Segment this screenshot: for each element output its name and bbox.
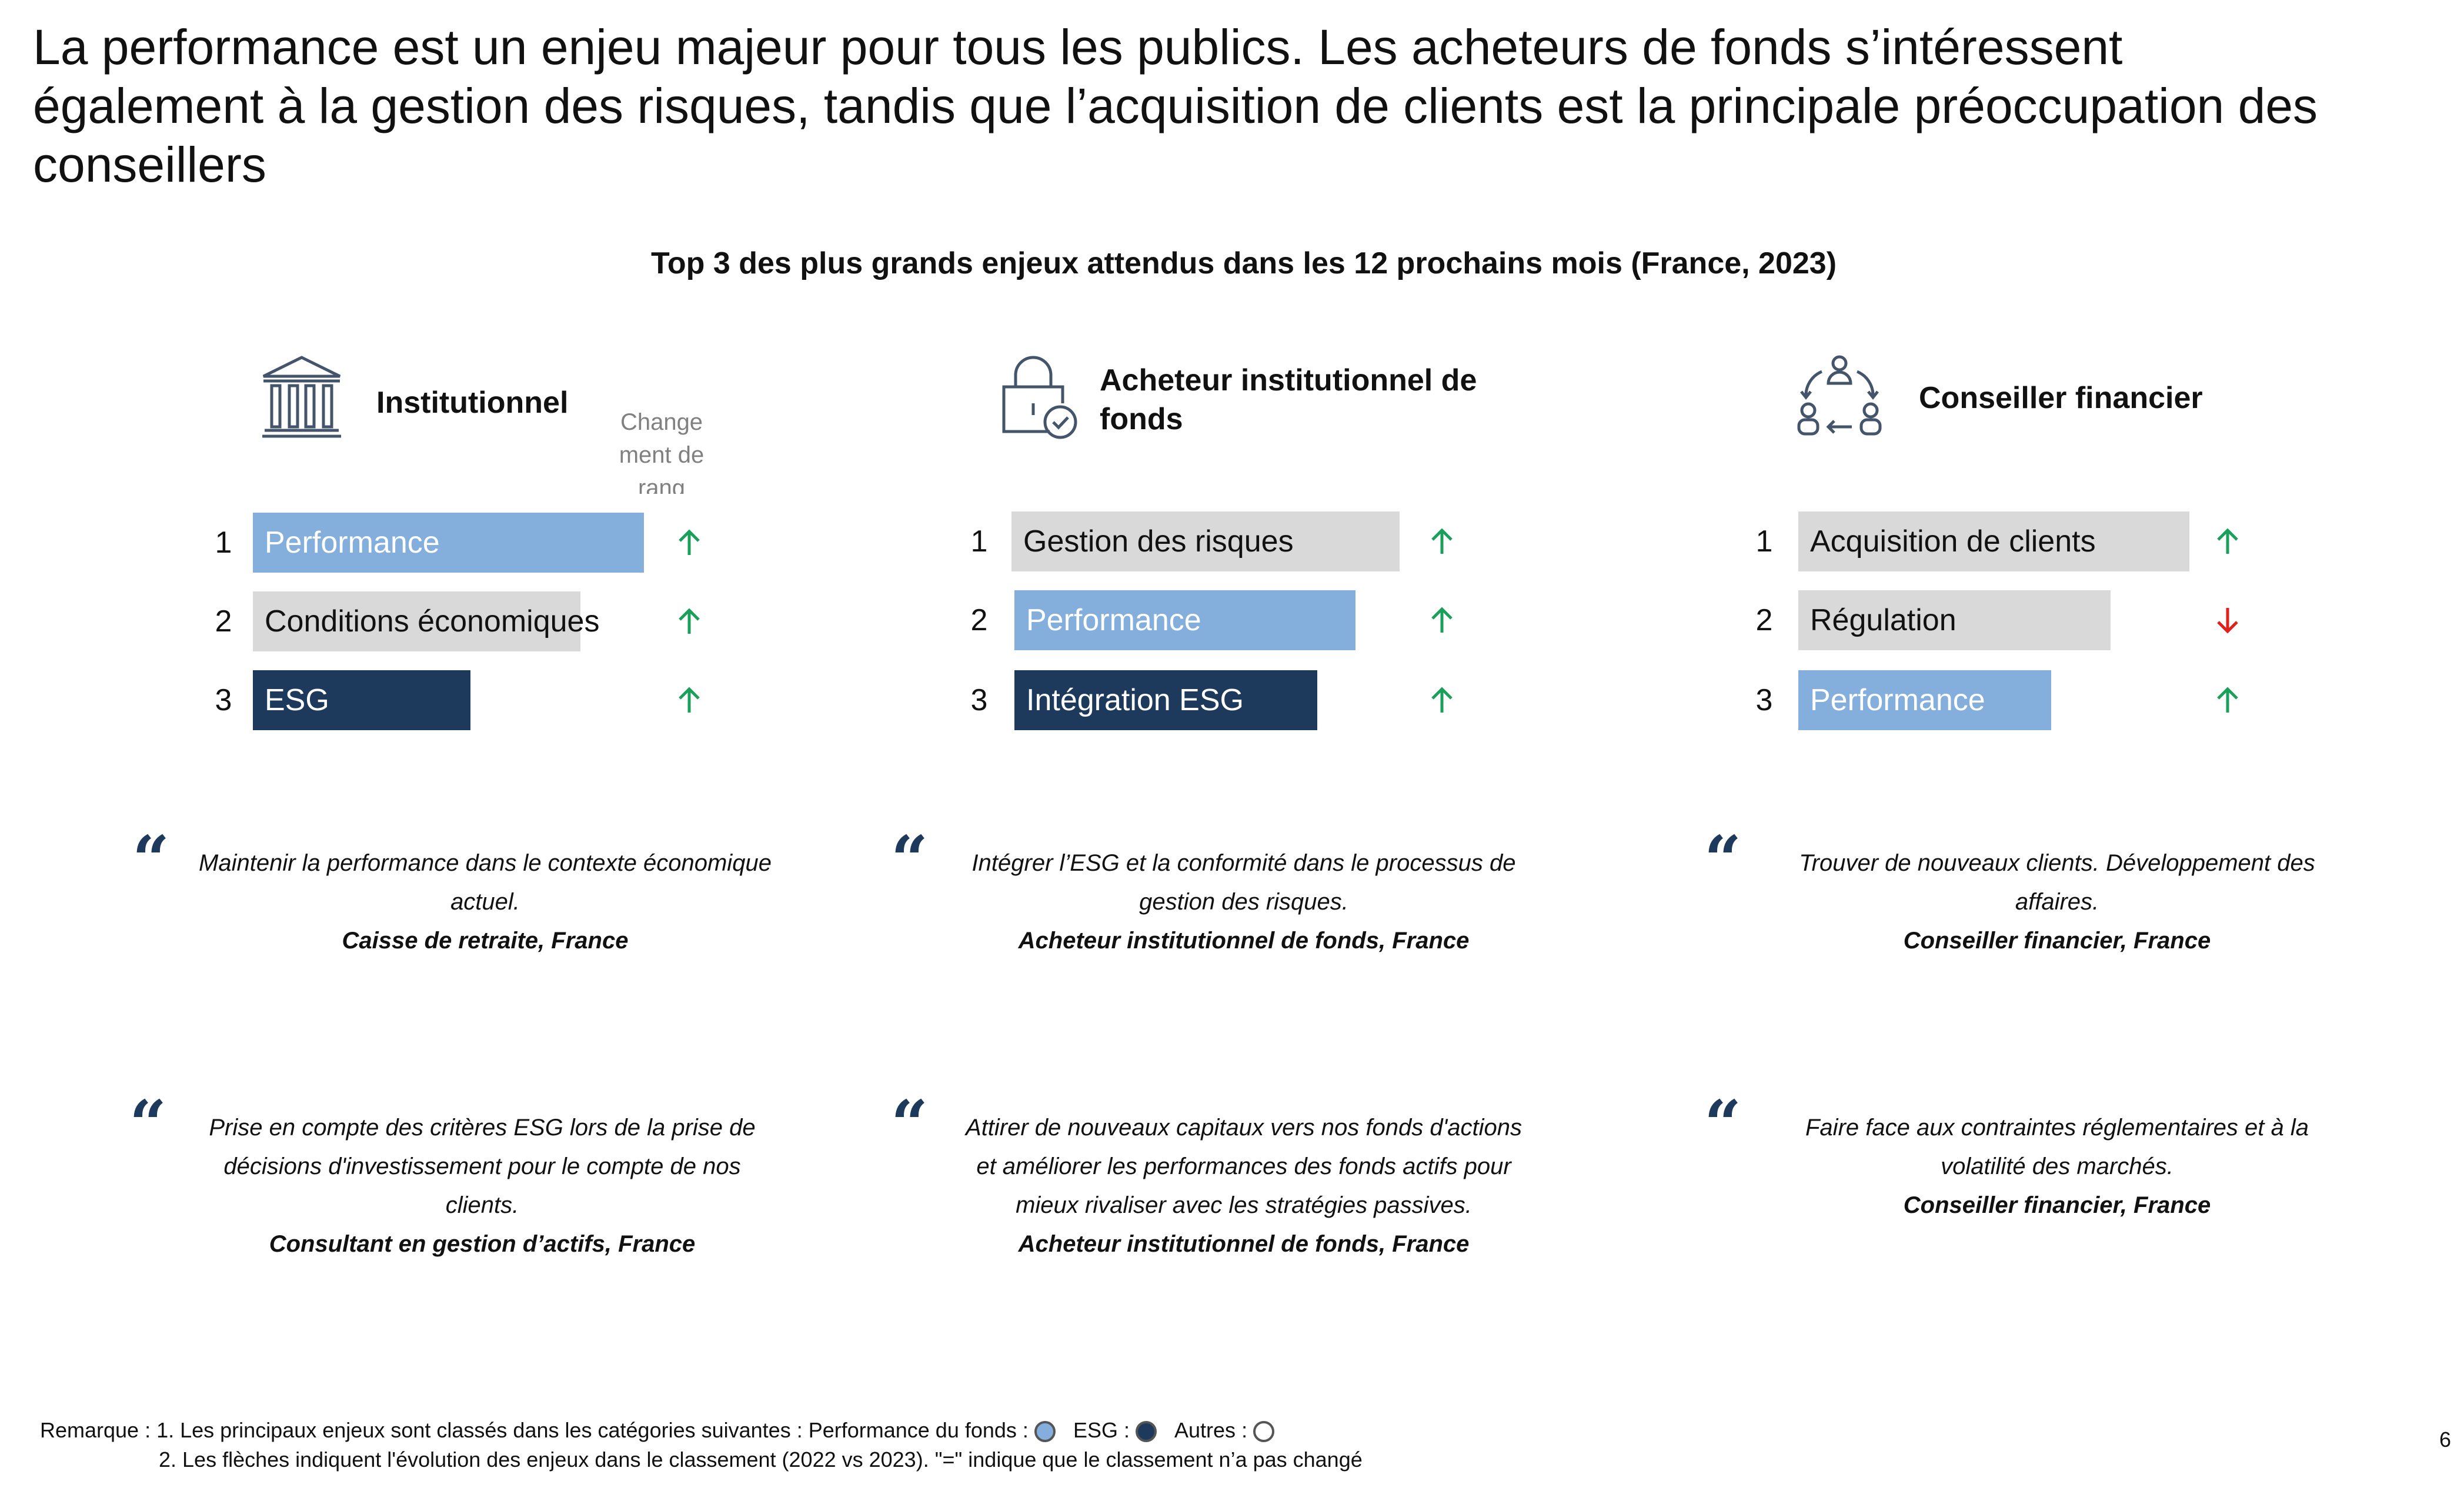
quote-text: Attirer de nouveaux capitaux vers nos fo…	[956, 1108, 1532, 1263]
legend-autres-label: Autres :	[1174, 1418, 1248, 1442]
rank-number: 2	[215, 604, 232, 638]
panel-title: Institutionnel	[376, 386, 569, 420]
rank-number: 1	[970, 524, 988, 559]
panel-conseiller-financier: Conseiller financier 1 Acquisition de cl…	[1752, 347, 2458, 758]
quote-mark-icon: “	[1704, 821, 1742, 897]
rank-number: 1	[1755, 524, 1773, 559]
ranking-row: 2 Régulation	[1752, 590, 2399, 650]
rank-number: 2	[970, 603, 988, 637]
arrow-down-icon	[2213, 606, 2242, 635]
ranking-row: 3 Intégration ESG	[967, 670, 1614, 730]
quote-source: Caisse de retraite, France	[342, 928, 629, 954]
rank-number: 3	[215, 683, 232, 717]
rank-number: 3	[970, 683, 988, 717]
quote-text: Intégrer l’ESG et la conformité dans le …	[956, 844, 1532, 960]
ranking-row: 3 ESG	[212, 670, 859, 730]
issue-bar: Conditions économiques	[253, 591, 599, 651]
quote-text: Trouver de nouveaux clients. Développeme…	[1769, 844, 2345, 960]
arrow-up-icon	[1427, 606, 1457, 635]
rank-number: 2	[1755, 603, 1773, 637]
legend-performance-dot	[1034, 1421, 1056, 1443]
quote-body: Maintenir la performance dans le context…	[199, 850, 772, 915]
quote-body: Attirer de nouveaux capitaux vers nos fo…	[966, 1115, 1522, 1218]
quote-mark-icon: “	[891, 821, 929, 897]
page-headline: La performance est un enjeu majeur pour …	[33, 19, 2318, 192]
quote-body: Intégrer l’ESG et la conformité dans le …	[971, 850, 1516, 915]
issue-bar: Performance	[1014, 590, 1355, 650]
rank-number: 3	[1755, 683, 1773, 717]
quote-block: “ Trouver de nouveaux clients. Développe…	[1704, 827, 2351, 960]
legend-esg-label: ESG :	[1073, 1418, 1130, 1442]
page-number: 6	[2439, 1427, 2451, 1452]
ranking-row: 1 Performance	[212, 513, 859, 573]
quote-mark-icon: “	[1704, 1086, 1742, 1162]
quote-mark-icon: “	[129, 1086, 167, 1162]
quote-block: “ Prise en compte des critères ESG lors …	[129, 1092, 776, 1263]
quote-text: Faire face aux contraintes réglementaire…	[1769, 1108, 2345, 1225]
quote-source: Conseiller financier, France	[1903, 1192, 2211, 1218]
ranking-row: 2 Performance	[967, 590, 1614, 650]
people-cycle-icon	[1795, 353, 1884, 444]
issue-bar: Performance	[253, 513, 644, 573]
panel-title: Conseiller financier	[1919, 381, 2203, 415]
ranking-row: 2 Conditions économiques	[212, 591, 859, 651]
rank-number: 1	[215, 526, 232, 560]
quote-source: Conseiller financier, France	[1903, 928, 2211, 954]
arrow-up-icon	[675, 607, 704, 636]
quote-source: Consultant en gestion d’actifs, France	[269, 1231, 696, 1257]
bank-icon	[258, 353, 346, 444]
legend-esg-dot	[1136, 1421, 1157, 1443]
quote-source: Acheteur institutionnel de fonds, France	[1018, 1231, 1470, 1257]
quote-body: Trouver de nouveaux clients. Développeme…	[1799, 850, 2315, 915]
panel-institutionnel: Institutionnel Change ment de rang 1 Per…	[212, 347, 917, 758]
arrow-up-icon	[1427, 686, 1457, 715]
arrow-up-icon	[1427, 527, 1457, 556]
quote-body: Prise en compte des critères ESG lors de…	[209, 1115, 756, 1218]
quote-body: Faire face aux contraintes réglementaire…	[1805, 1115, 2309, 1179]
issue-bar: Régulation	[1798, 590, 2111, 650]
footnote-line-1: Remarque : 1. Les principaux enjeux sont…	[40, 1418, 1275, 1443]
quote-mark-icon: “	[891, 1086, 929, 1162]
ranking-row: 3 Performance	[1752, 670, 2399, 730]
issue-bar: Performance	[1798, 670, 2051, 730]
quote-block: “ Intégrer l’ESG et la conformité dans l…	[891, 827, 1538, 960]
panel-title: Acheteur institutionnel de fonds	[1100, 363, 1477, 436]
arrow-up-icon	[675, 686, 704, 715]
legend-autres-dot	[1253, 1421, 1275, 1443]
ranking-row: 1 Gestion des risques	[967, 511, 1614, 571]
chart-subtitle: Top 3 des plus grands enjeux attendus da…	[650, 246, 1837, 280]
issue-bar: Gestion des risques	[1011, 511, 1400, 571]
quote-text: Maintenir la performance dans le context…	[197, 844, 773, 960]
quote-text: Prise en compte des critères ESG lors de…	[194, 1108, 770, 1263]
arrow-up-icon	[2213, 686, 2242, 715]
footnote-line-2: 2. Les flèches indiquent l'évolution des…	[159, 1447, 1363, 1472]
arrow-up-icon	[2213, 527, 2242, 556]
arrow-up-icon	[675, 528, 704, 557]
quote-block: “ Attirer de nouveaux capitaux vers nos …	[891, 1092, 1538, 1263]
panel-acheteur-institutionnel: Acheteur institutionnel de fonds 1 Gesti…	[967, 347, 1673, 758]
lock-check-icon	[997, 353, 1085, 444]
issue-bar: Acquisition de clients	[1798, 511, 2189, 571]
issue-bar: ESG	[253, 670, 470, 730]
quote-block: “ Maintenir la performance dans le conte…	[132, 827, 779, 960]
issue-bar: Intégration ESG	[1014, 670, 1317, 730]
quote-mark-icon: “	[132, 821, 170, 897]
quote-source: Acheteur institutionnel de fonds, France	[1018, 928, 1470, 954]
rank-change-label: Change ment de rang	[619, 409, 705, 494]
ranking-row: 1 Acquisition de clients	[1752, 511, 2399, 571]
footnote-text: Remarque : 1. Les principaux enjeux sont…	[40, 1418, 1029, 1442]
quote-block: “ Faire face aux contraintes réglementai…	[1704, 1092, 2351, 1225]
